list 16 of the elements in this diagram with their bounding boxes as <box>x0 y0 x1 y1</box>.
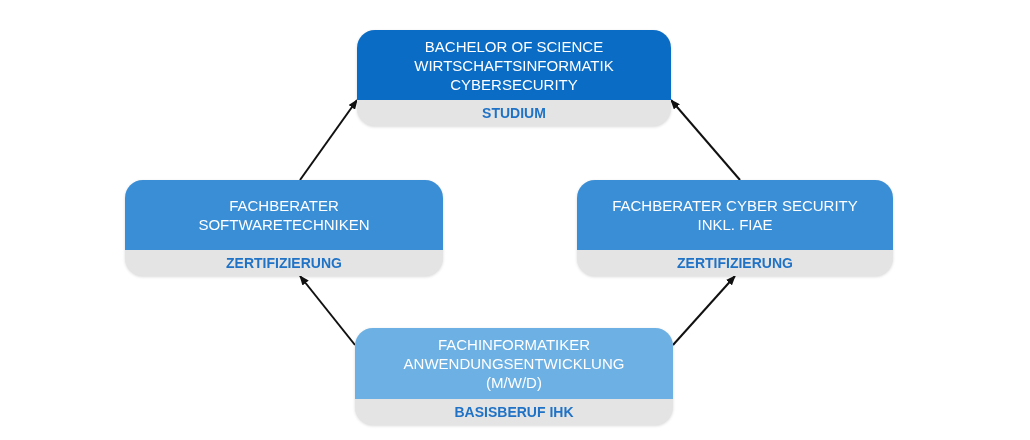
arrow <box>672 275 736 346</box>
card-category: BASISBERUF IHK <box>453 403 575 422</box>
card-category: ZERTIFIZIERUNG <box>676 254 794 273</box>
card-title: FACHINFORMATIKER ANWENDUNGSENTWICKLUNG (M/W/D) <box>355 328 673 399</box>
card-title: FACHBERATER CYBER SECURITY INKL. FIAE <box>577 180 893 250</box>
card-title: BACHELOR OF SCIENCE WIRTSCHAFTSINFORMATIK CYBERSECURITY <box>357 30 671 100</box>
card-category: ZERTIFIZIERUNG <box>225 254 343 273</box>
process-card <box>355 328 673 425</box>
process-card <box>125 180 443 276</box>
arrow <box>299 99 358 181</box>
arrow <box>670 99 741 181</box>
arrow <box>299 275 356 346</box>
card-title: FACHBERATER SOFTWARETECHNIKEN <box>125 180 443 250</box>
card-category: STUDIUM <box>481 104 547 123</box>
process-card <box>357 30 671 126</box>
process-card <box>577 180 893 276</box>
